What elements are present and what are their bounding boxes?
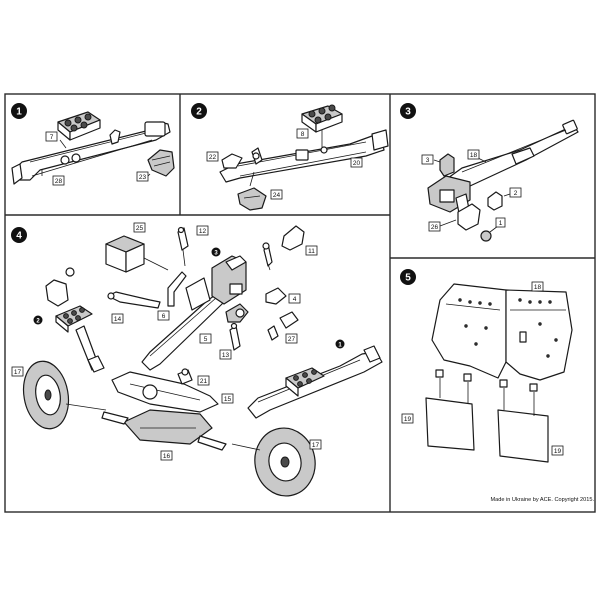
step-1-axle-bracket (57, 111, 101, 141)
step-4-callout: 11 (308, 248, 315, 255)
step-2-trail-leg (219, 129, 389, 183)
step-4-marker (11, 227, 27, 243)
step-3-panel: 3 3 18 2 26 1 (400, 103, 579, 242)
step-2-number: 2 (196, 107, 202, 118)
step-5-callout: 19 (554, 448, 562, 455)
step-4-right-trail (247, 345, 383, 419)
step-1-callout: 23 (139, 174, 147, 181)
step-4-elevation-handle (177, 226, 189, 267)
step-4-small-brackets (225, 287, 299, 351)
step-4-callout: 6 (162, 313, 166, 320)
step-1-panel: 1 7 (11, 103, 175, 186)
step-4-left-trail (45, 267, 105, 373)
step-1-spade-part (147, 149, 175, 177)
step-2-callout: 8 (301, 131, 305, 138)
step-4-right-wheel (254, 427, 316, 497)
step-3-callout: 18 (470, 152, 478, 159)
step-3-marker (400, 103, 416, 119)
step-2-callout: 24 (273, 192, 281, 199)
step-2-axle-bracket (301, 104, 343, 148)
copyright-notice: Made in Ukraine by ACE. Copyright 2015. (490, 497, 594, 503)
step-5-lower-shields (425, 369, 549, 463)
step-4-callout: 14 (114, 316, 122, 323)
step-3-handwheel (480, 225, 499, 242)
step-4-callout: 13 (222, 352, 230, 359)
step-3-callout: 2 (514, 190, 518, 197)
step-5-callout: 18 (534, 284, 542, 291)
step-1-callout: 7 (50, 134, 54, 141)
step-1-number: 1 (16, 107, 22, 118)
step-4-callout: 12 (199, 228, 207, 235)
step-4-number: 4 (16, 231, 22, 242)
step-2-panel: 2 (191, 103, 389, 211)
step-4-callout: 17 (312, 442, 320, 449)
step-1-marker (11, 103, 27, 119)
step-4-upper-carriage (111, 368, 219, 413)
step-4-callout: 25 (136, 225, 144, 232)
step-1-callout: 28 (55, 178, 63, 185)
step-3-cradle-mount (457, 203, 481, 231)
step-4-marker-3: 3 (214, 250, 218, 256)
step-5-marker (400, 269, 416, 285)
step-2-callout: 22 (209, 154, 217, 161)
step-4-lower-carriage (101, 409, 227, 451)
step-4-panel: 4 3 (11, 222, 383, 497)
step-4-marker-2: 2 (36, 318, 40, 324)
step-4-sight (262, 225, 305, 271)
step-3-callout: 26 (431, 224, 439, 231)
step-4-left-wheel (22, 360, 70, 430)
step-4-callout: 4 (293, 296, 297, 303)
step-3-breech-block (427, 175, 471, 219)
step-4-callout: 17 (14, 369, 22, 376)
step-5-panel: 5 (400, 269, 573, 463)
step-4-marker-1: 1 (338, 342, 342, 348)
step-3-callout: 3 (426, 157, 430, 164)
step-4-subassembly-marker (33, 315, 43, 325)
step-4-traverse-lever (107, 271, 187, 309)
step-4-callout: 15 (224, 396, 232, 403)
step-4-ammo-box (105, 235, 169, 273)
panel-frames (4, 93, 596, 513)
step-4-subassembly-marker (211, 247, 221, 257)
step-5-number: 5 (405, 273, 411, 284)
step-2-clamp-part (221, 147, 263, 169)
step-5-shield-left (431, 283, 507, 379)
step-4-callout: 27 (288, 336, 296, 343)
step-3-gun-barrel (447, 119, 579, 193)
step-3-recoil-cap (487, 191, 503, 211)
step-2-callout: 20 (353, 160, 361, 167)
step-2-marker (191, 103, 207, 119)
step-5-callout: 19 (404, 416, 412, 423)
step-3-number: 3 (405, 107, 411, 118)
step-4-callout: 5 (204, 336, 208, 343)
step-1-trail-leg (11, 121, 171, 185)
step-3-sight-block (439, 153, 455, 177)
step-4-gun-barrel (141, 255, 247, 371)
step-2-spade-part (237, 171, 267, 211)
step-4-callout: 21 (200, 378, 208, 385)
step-4-callout: 16 (163, 453, 171, 460)
step-3-callout: 1 (499, 220, 503, 227)
step-5-shield-right (505, 289, 573, 381)
step-4-subassembly-marker (335, 339, 345, 349)
